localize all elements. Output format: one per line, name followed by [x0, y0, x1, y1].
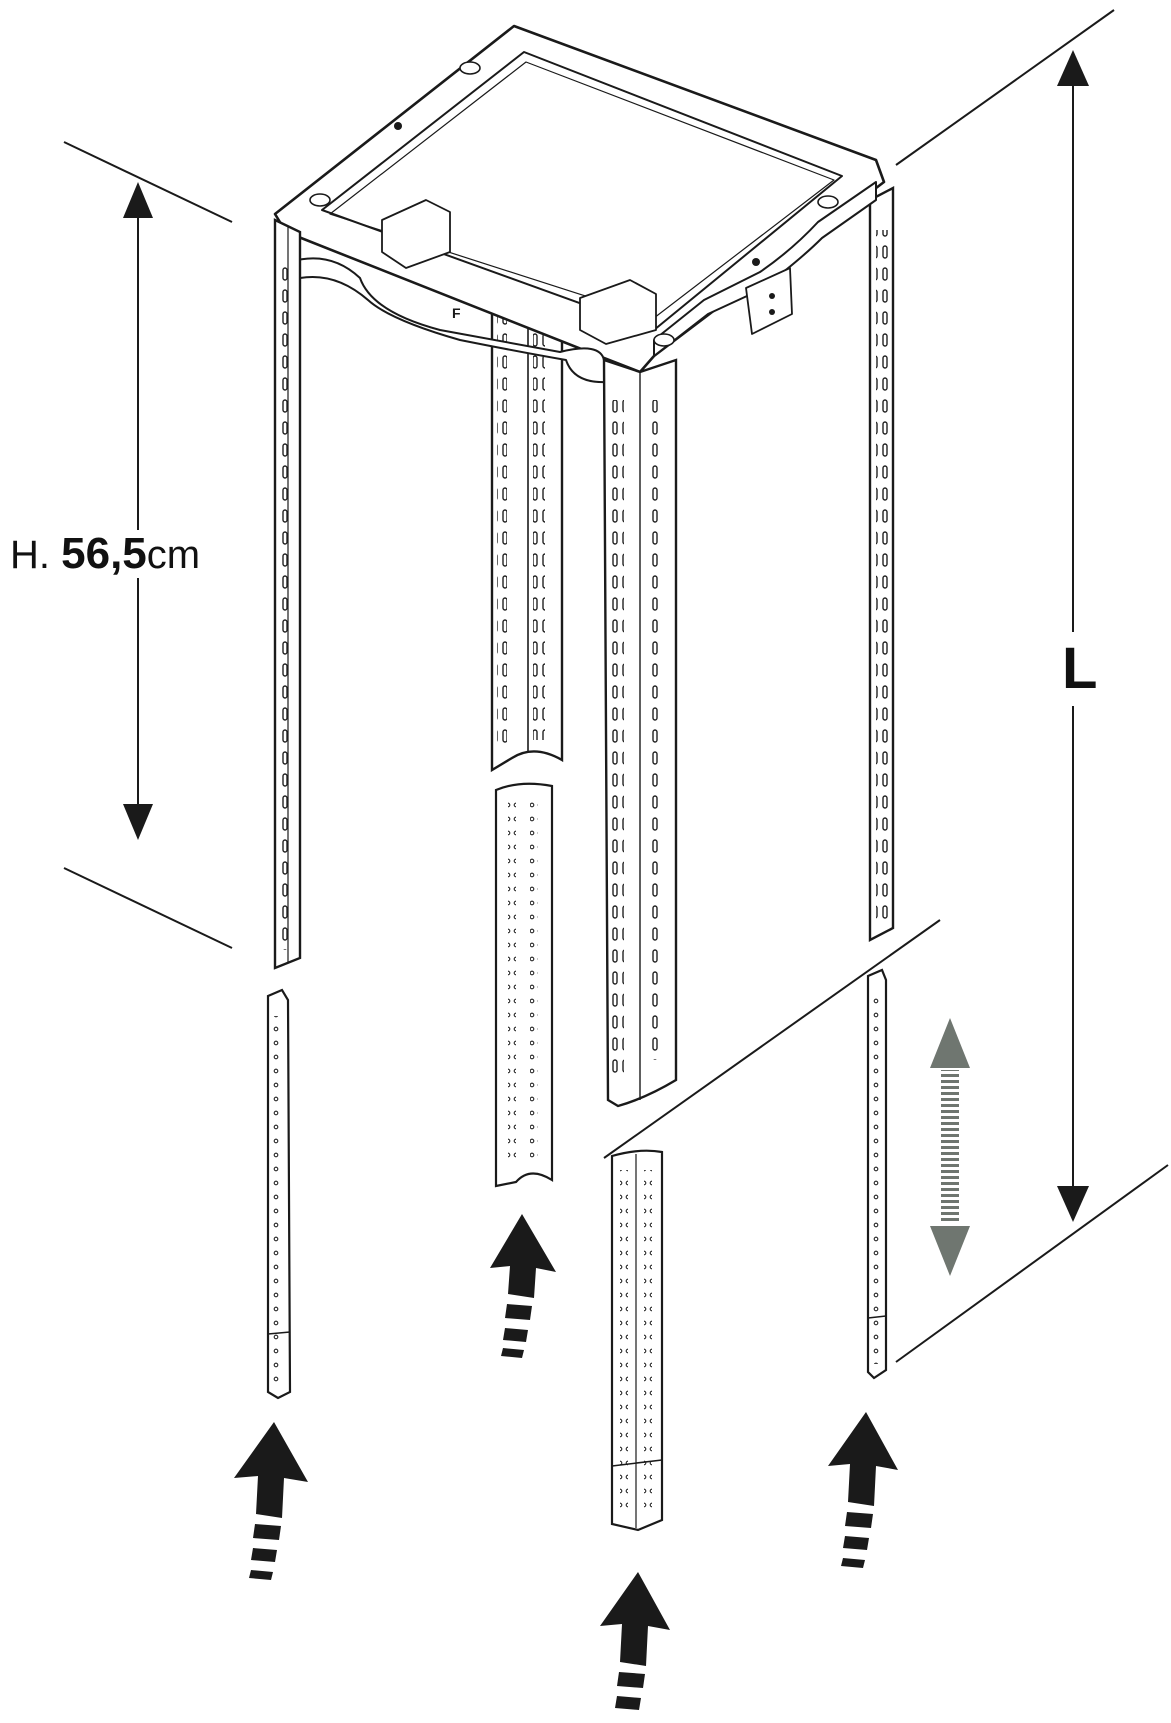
length-dimension [895, 9, 1169, 1363]
insert-arrow-front-center-icon [600, 1572, 670, 1710]
height-unit: cm [146, 533, 201, 577]
length-arrow-up [1057, 50, 1089, 86]
height-dimension [63, 141, 233, 949]
height-arrow-up [123, 182, 153, 218]
extension-back-center [494, 782, 554, 1188]
bracket-left [381, 199, 451, 269]
insert-arrow-back-center-icon [490, 1214, 556, 1358]
back-right-leg [868, 186, 895, 942]
svg-text:F: F [452, 305, 461, 321]
leg-extension-lines [603, 919, 941, 1159]
frame-inner-lip [329, 61, 835, 319]
height-arrow-down [123, 804, 153, 840]
extension-back-right [866, 968, 888, 1380]
length-arrow-down [1057, 1186, 1089, 1222]
length-label: L [1058, 632, 1102, 706]
extension-front-center [610, 1149, 664, 1532]
insert-arrow-front-left-icon [234, 1422, 308, 1580]
extension-front-left [266, 988, 292, 1400]
front-left-leg [273, 218, 302, 970]
bracket-center [579, 279, 657, 345]
bracket-right [745, 267, 793, 335]
length-extension-bottom [895, 1164, 1169, 1363]
height-label: H. 56,5cm [6, 529, 205, 578]
length-extension-top [895, 9, 1115, 166]
height-prefix: H. [10, 533, 50, 577]
front-crossbar [285, 231, 609, 384]
frame-inner [321, 51, 843, 331]
top-frame: F [273, 24, 886, 384]
front-center-leg [602, 358, 678, 1108]
adjust-arrow-icon [930, 1018, 970, 1276]
height-extension-bottom [63, 867, 233, 949]
height-extension-top [63, 141, 233, 223]
insert-arrow-back-right-icon [828, 1412, 898, 1568]
height-value: 56,5 [61, 529, 147, 578]
